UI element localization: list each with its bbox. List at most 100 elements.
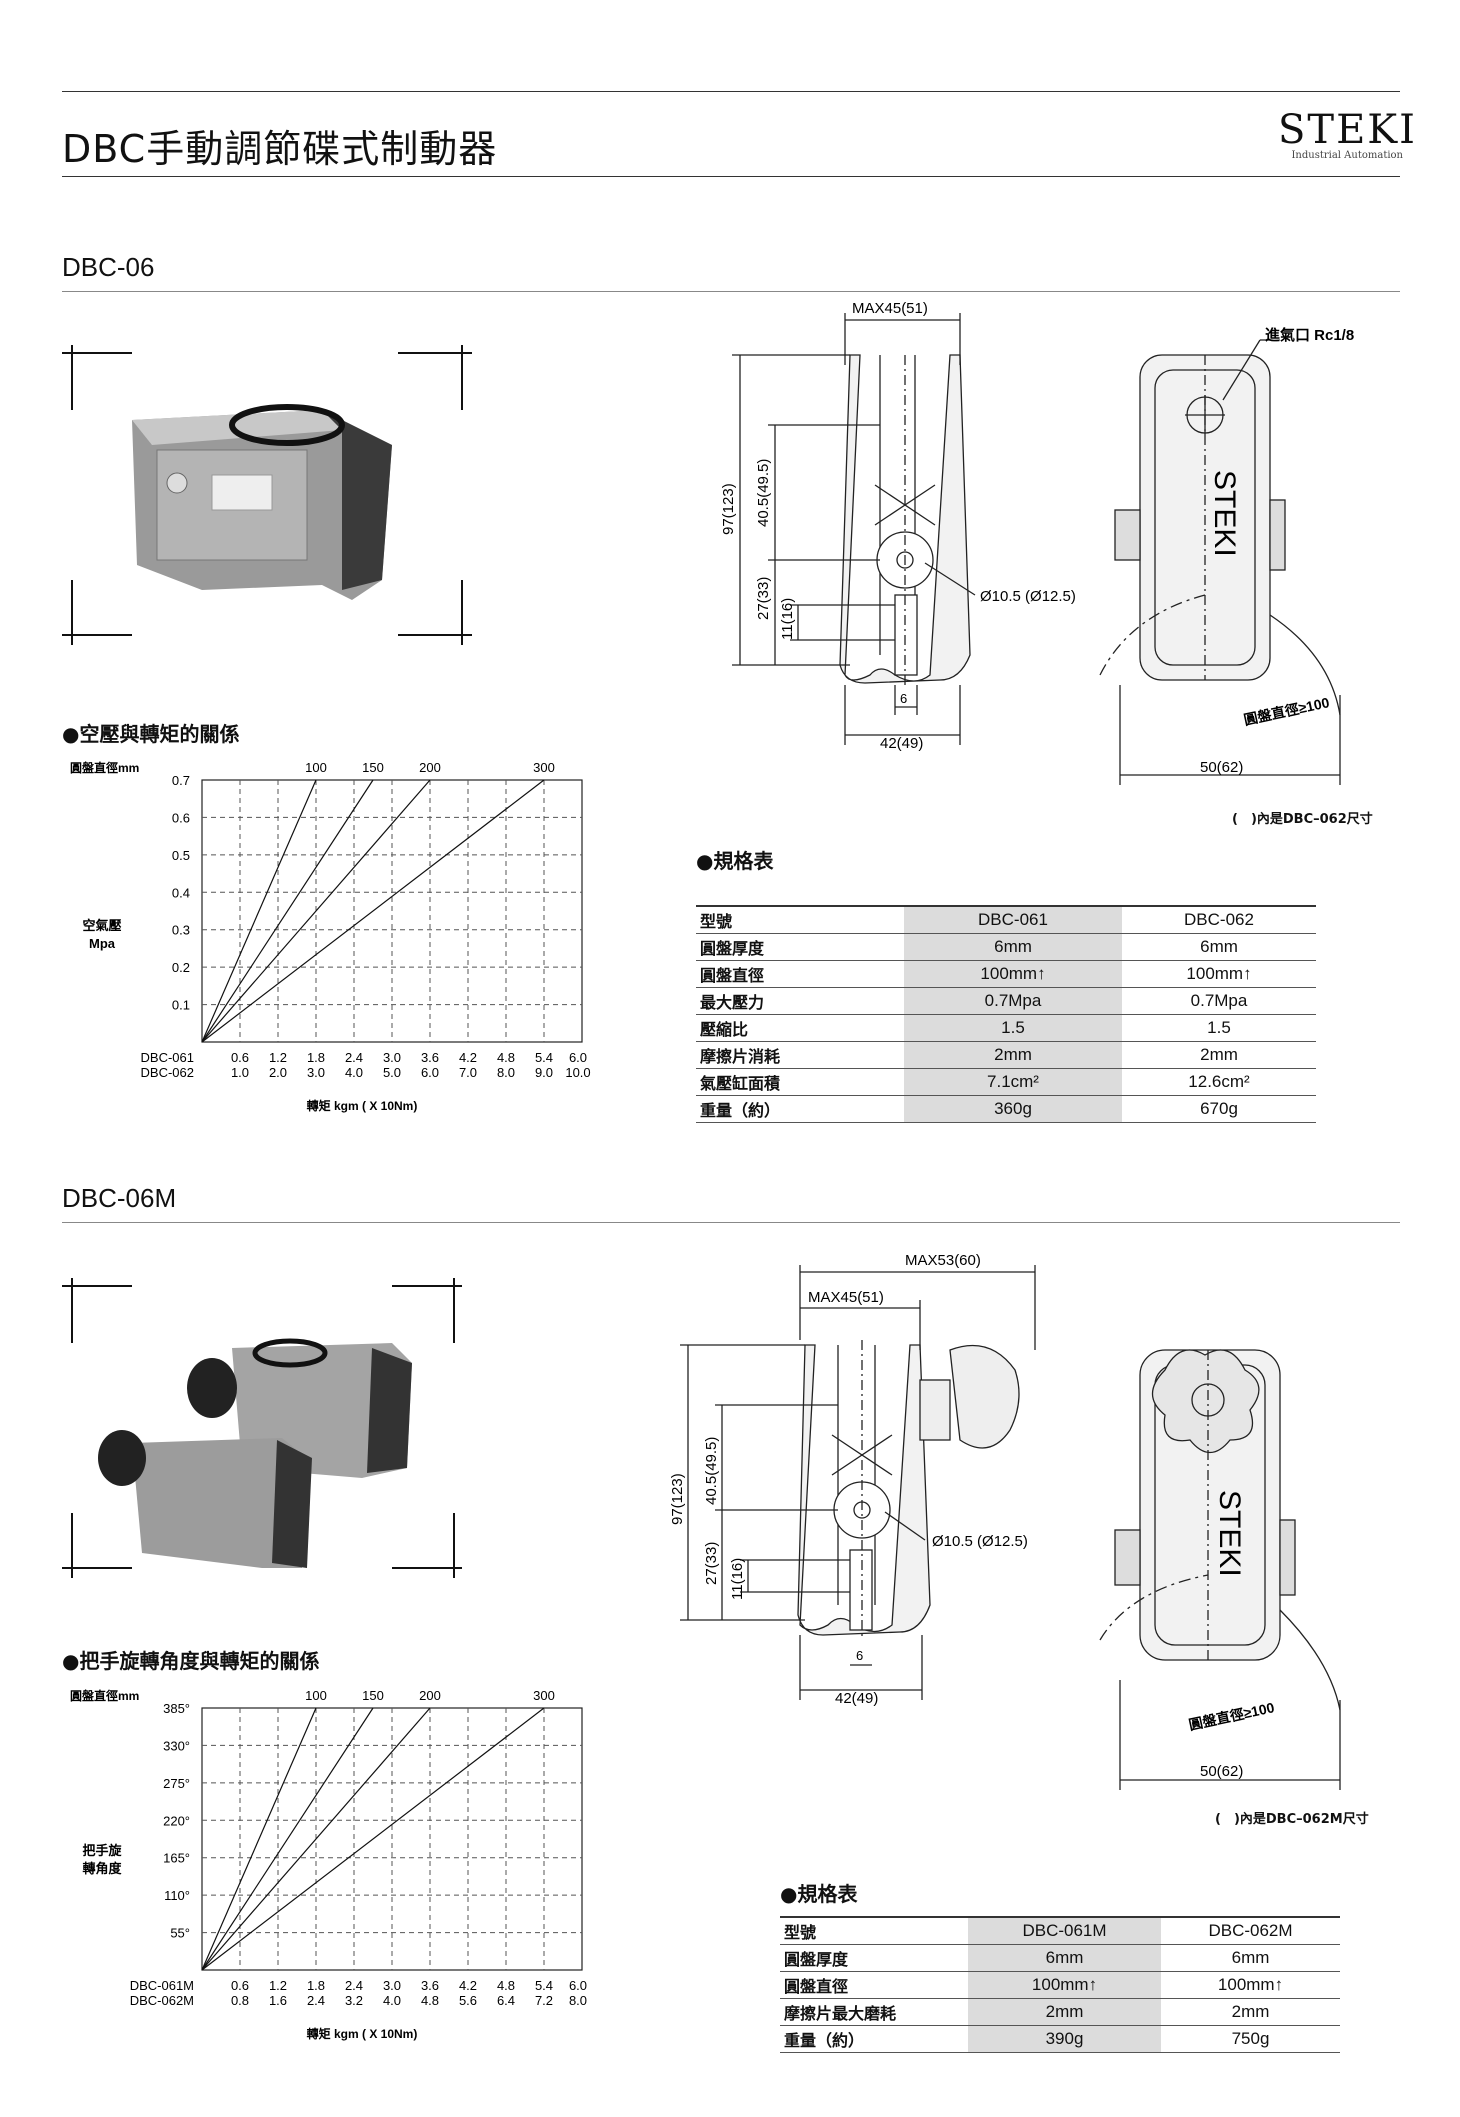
product-photo-dbc06 [62,345,472,645]
series-line [201,1707,374,1971]
x-tick-label: 4.8 [497,1050,515,1065]
top-tick-label: 200 [419,1688,441,1703]
top-tick-label: 100 [305,1688,327,1703]
table-header-cell: DBC-062 [1122,905,1316,934]
dim-w42: 42(49) [835,1690,878,1707]
table-cell: 2mm [1161,1998,1340,2026]
dim-disc: 圓盤直徑≥100 [1187,1699,1276,1733]
y-axis-label: 轉角度 [82,1861,122,1876]
x-tick-label: 1.6 [269,1993,287,2008]
y-tick-label: 385° [163,1701,190,1716]
table-cell: 壓縮比 [696,1014,904,1042]
table-header-cell: 型號 [696,905,904,934]
dim-w6: 6 [900,691,907,706]
series-line [201,779,317,1043]
x-tick-label: 5.0 [383,1065,401,1080]
x-tick-label: 4.0 [383,1993,401,2008]
table-header-cell: 型號 [780,1916,968,1945]
table-cell: 100mm↑ [968,1971,1161,1999]
dim-h11: 11(16) [729,1558,746,1600]
table-cell: 重量（約） [696,1095,904,1123]
section-rule [62,291,1400,292]
x-row-name: DBC-062 [141,1065,194,1080]
x-tick-label: 5.4 [535,1050,553,1065]
top-tick-label: 100 [305,760,327,775]
x-tick-label: 1.2 [269,1978,287,1993]
logo-subtitle: Industrial Automation [1291,150,1403,161]
x-tick-label: 2.4 [345,1050,363,1065]
section-rule [62,1222,1400,1223]
table-cell: 摩擦片最大磨耗 [780,1998,968,2026]
series-line [201,1707,431,1971]
note-dbc06: ( )內是DBC–062尺寸 [1232,812,1373,827]
series-line [201,779,374,1043]
y-axis-label: Mpa [89,936,116,951]
x-tick-label: 4.8 [497,1978,515,1993]
table-header-cell: DBC-061M [968,1916,1161,1945]
table-cell: 重量（約） [780,2025,968,2053]
x-tick-label: 3.2 [345,1993,363,2008]
x-tick-label: 6.0 [421,1065,439,1080]
y-tick-label: 55° [170,1926,190,1941]
dim-w50: 50(62) [1200,759,1243,776]
logo: STEKI Industrial Automation [1278,110,1415,161]
section-heading-dbc06m: DBC-06M [62,1183,177,1213]
note-dbc06m: ( )內是DBC–062M尺寸 [1215,1812,1369,1827]
x-tick-label: 3.0 [307,1065,325,1080]
x-axis-label: 轉矩 kgm ( X 10Nm) [307,2026,418,2041]
y-tick-label: 0.5 [172,848,190,863]
y-tick-label: 0.4 [172,885,190,900]
y-tick-label: 0.1 [172,998,190,1013]
table-cell: 1.5 [1122,1014,1316,1042]
top-tick-label: 300 [533,1688,555,1703]
dim-disc: 圓盤直徑≥100 [1242,694,1331,728]
x-tick-label: 10.0 [565,1065,590,1080]
series-line [201,1707,317,1971]
y-tick-label: 275° [163,1776,190,1791]
page-title: DBC手動調節碟式制動器 [62,127,498,171]
table-cell: 0.7Mpa [904,987,1122,1015]
x-tick-label: 5.6 [459,1993,477,2008]
x-tick-label: 3.6 [421,1050,439,1065]
y-tick-label: 165° [163,1851,190,1866]
table-cell: 6mm [904,933,1122,961]
table-cell: 6mm [1161,1944,1340,1972]
table-header-row: 型號 DBC-061M DBC-062M [780,1916,1340,1945]
top-tick-label: 200 [419,760,441,775]
table-header-cell: DBC-061 [904,905,1122,934]
table-cell: 6mm [968,1944,1161,1972]
x-row-name: DBC-061M [130,1978,194,1993]
x-tick-label: 2.4 [307,1993,325,2008]
table-cell: 360g [904,1095,1122,1123]
table-cell: 摩擦片消耗 [696,1041,904,1069]
table-cell: 100mm↑ [1161,1971,1340,1999]
table-cell: 12.6cm² [1122,1068,1316,1096]
x-tick-label: 8.0 [497,1065,515,1080]
x-tick-label: 3.0 [383,1050,401,1065]
x-tick-label: 4.8 [421,1993,439,2008]
dim-max45: MAX45(51) [852,300,928,317]
x-tick-label: 4.0 [345,1065,363,1080]
dim-h27: 27(33) [755,577,772,620]
x-tick-label: 1.8 [307,1050,325,1065]
dim-w42: 42(49) [880,735,923,752]
x-tick-label: 1.0 [231,1065,249,1080]
technical-drawing-dbc06m: MAX53(60) MAX45(51) 97(123) 40.5(49.5) 2… [669,1252,1341,1790]
x-tick-label: 6.4 [497,1993,515,2008]
dim-h11: 11(16) [779,598,796,640]
series-line [201,779,431,1043]
table-header-row: 型號 DBC-061 DBC-062 [696,905,1316,934]
table-cell: 7.1cm² [904,1068,1122,1096]
section-heading-dbc06: DBC-06 [62,252,155,282]
x-tick-label: 4.2 [459,1978,477,1993]
x-axis-label: 轉矩 kgm ( X 10Nm) [307,1098,418,1113]
x-tick-label: 2.4 [345,1978,363,1993]
top-tick-label: 300 [533,760,555,775]
x-tick-label: 0.8 [231,1993,249,2008]
table-cell: 2mm [968,1998,1161,2026]
